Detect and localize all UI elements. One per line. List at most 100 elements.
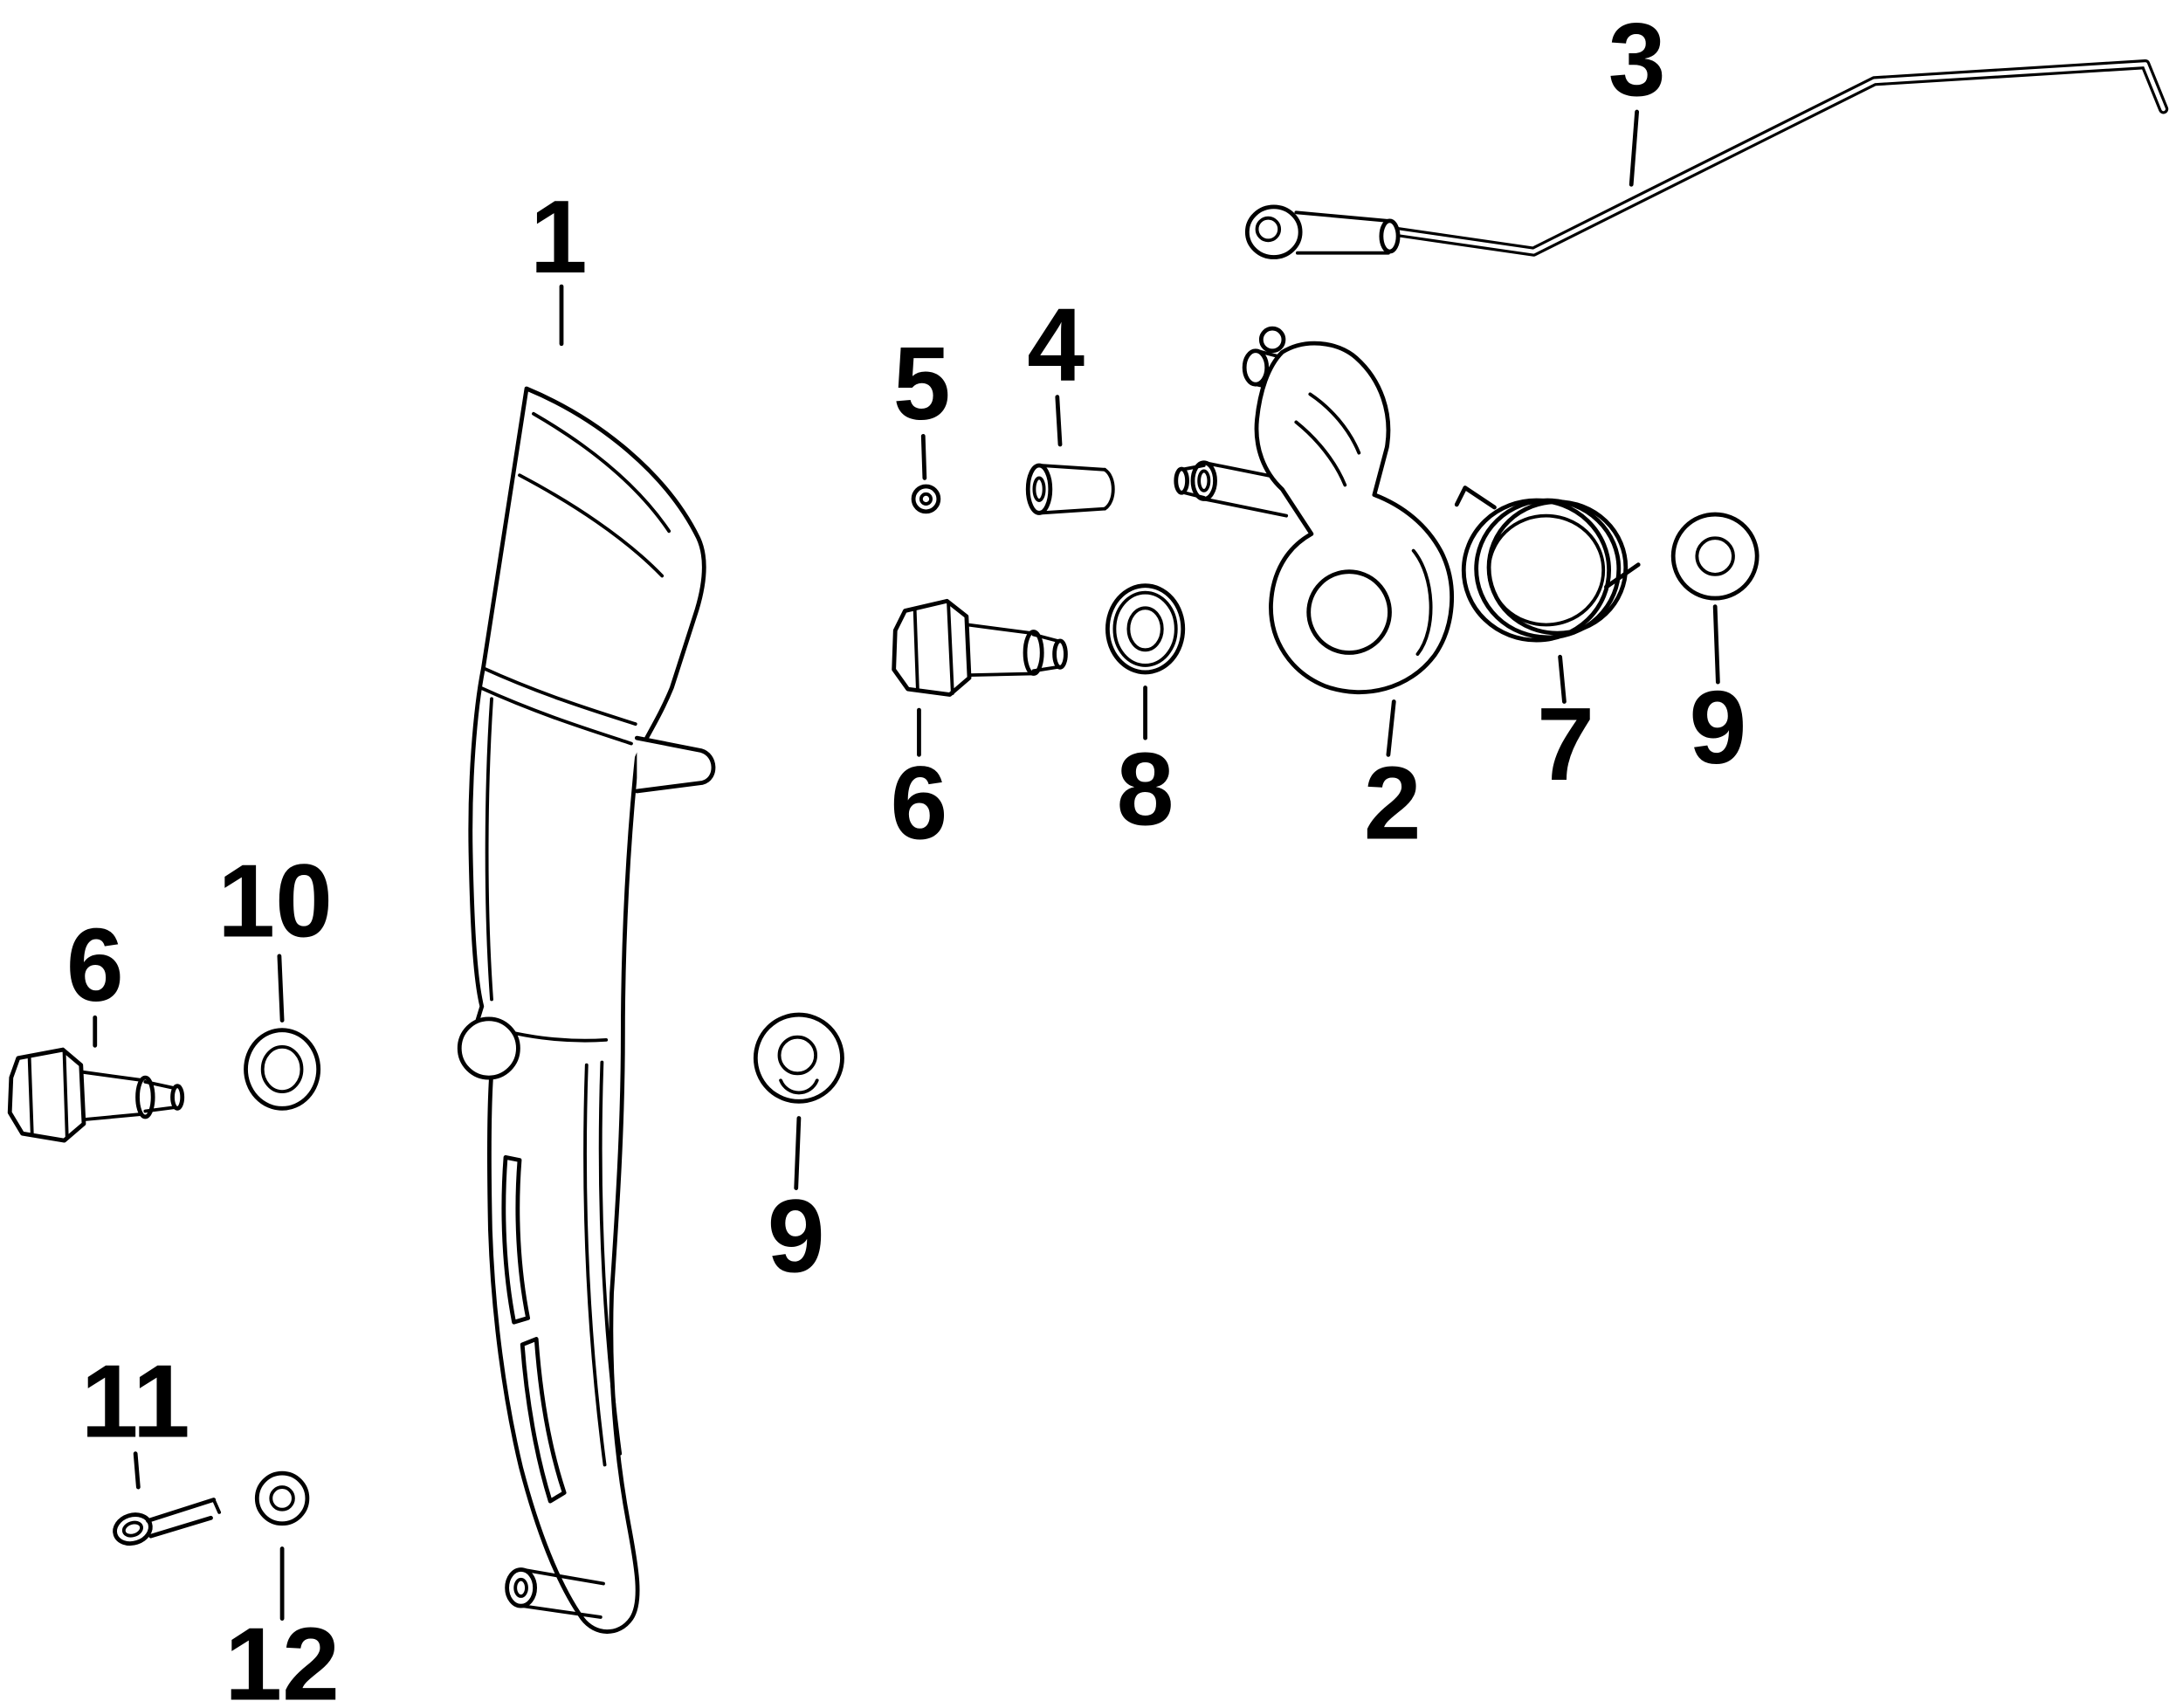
p11-prong-bottom: [148, 1515, 213, 1539]
part-12-washer-small: [254, 1470, 310, 1526]
p4-top-edge: [1038, 464, 1107, 472]
callout-9-middle-leader: [794, 1116, 802, 1190]
callout-1: 1: [530, 180, 588, 347]
p3-rod: [1393, 59, 2169, 257]
p6m-tip-top: [1031, 632, 1062, 644]
callout-9-right: 9: [1689, 604, 1746, 786]
p6m-facet-2: [947, 600, 954, 695]
p1-outline: [468, 386, 706, 1634]
callout-4-leader: [1055, 395, 1063, 447]
callout-10-leader: [277, 954, 285, 1023]
p6m-tip-end: [1052, 638, 1068, 670]
p10-hole: [260, 1044, 304, 1094]
part-9-washer-middle: [753, 1012, 844, 1104]
part-8-seal-washer: [1105, 583, 1186, 675]
part-3-link-rod: [1244, 59, 2169, 259]
p8-outer-inner-edge: [1112, 590, 1178, 667]
p3-ball-hole: [1255, 216, 1282, 243]
p1-collar-line-2: [479, 685, 633, 746]
p2-rib: [1308, 392, 1361, 455]
p6l-tip-bottom: [143, 1105, 180, 1113]
p6m-tip-bottom: [1031, 665, 1062, 673]
callout-6-middle: 6: [891, 707, 948, 861]
p4-bottom-edge: [1038, 506, 1107, 515]
p3-socket-top: [1294, 210, 1390, 223]
p7-leg-right: [1604, 562, 1641, 589]
callout-7-leader: [1558, 654, 1567, 704]
part-4-spacer: [1025, 463, 1115, 515]
p7-leg-left-hook: [1454, 486, 1468, 507]
callout-5-leader: [920, 434, 927, 480]
p1-pin-end-hole: [513, 1577, 528, 1598]
callouts: 1 3 5 4 6 8 2 7: [66, 3, 1746, 1708]
p1-fold-line-2: [518, 473, 665, 578]
p2-top-knob: [1258, 326, 1286, 354]
callout-7-label: 7: [1537, 687, 1594, 802]
callout-8-label: 8: [1117, 732, 1174, 847]
callout-7: 7: [1537, 654, 1594, 802]
p5-outer: [911, 484, 941, 514]
p9m-thickness: [779, 1078, 819, 1095]
part-9-washer-right: [1670, 512, 1759, 601]
p3-ball-end: [1244, 204, 1303, 259]
p1-rib-line: [583, 1063, 607, 1467]
p1-pin-end: [505, 1567, 538, 1608]
p6l-shank-top: [80, 1070, 146, 1083]
p6m-shank-top: [966, 623, 1034, 636]
callout-2-leader: [1386, 699, 1396, 757]
callout-8: 8: [1117, 685, 1174, 847]
p6m-head: [892, 598, 972, 697]
p1-slot-lower: [520, 1337, 567, 1504]
p1-pin-bottom-edge: [520, 1604, 603, 1619]
p4-right-end: [1103, 467, 1115, 511]
callout-5-label: 5: [893, 327, 951, 442]
callout-3: 3: [1608, 3, 1666, 187]
callout-2-label: 2: [1364, 746, 1422, 861]
p6m-facet: [912, 607, 919, 692]
p5-hole: [919, 492, 933, 506]
callout-9-middle-label: 9: [768, 1180, 825, 1295]
p1-slot-upper: [501, 1154, 531, 1325]
callout-9-right-leader: [1712, 604, 1720, 685]
p6l-tip-end: [170, 1084, 185, 1111]
p10-outer: [244, 1028, 321, 1111]
callout-11: 11: [81, 1344, 190, 1490]
p9m-outer: [753, 1012, 844, 1104]
callout-6-left: 6: [66, 908, 124, 1048]
callout-2: 2: [1364, 699, 1422, 861]
callout-10-label: 10: [217, 844, 333, 959]
part-10-grommet: [244, 1028, 321, 1111]
p11-loop: [113, 1512, 153, 1546]
p9r-outer: [1670, 512, 1759, 601]
p2-shaft-tip-end: [1174, 466, 1189, 495]
p3-rod-highlight: [1395, 62, 2166, 254]
p7-leg-left: [1463, 486, 1497, 510]
p6l-shoulder: [135, 1075, 155, 1119]
p2-boss-bore: [1306, 569, 1392, 655]
callout-6-middle-label: 6: [891, 746, 948, 861]
callout-3-label: 3: [1608, 3, 1666, 118]
p12-outer: [254, 1470, 310, 1526]
p6l-tip-top: [143, 1079, 180, 1091]
p1-pin-top-edge: [520, 1567, 605, 1586]
callout-9-middle: 9: [768, 1116, 825, 1295]
part-11-cotter-pin: [113, 1498, 222, 1546]
p1-hole: [457, 1016, 520, 1080]
p2-boss-depth: [1411, 548, 1433, 657]
callout-11-leader: [133, 1451, 141, 1490]
part-2-shift-lever: [1174, 326, 1455, 695]
p11-prong-top: [146, 1498, 217, 1523]
p7-coil-inner: [1487, 513, 1606, 627]
p8-hole: [1126, 606, 1164, 652]
p12-hole: [269, 1485, 295, 1512]
p1-collar-line: [481, 666, 637, 727]
p4-left-end: [1025, 463, 1053, 515]
p11-loop-inner: [121, 1520, 144, 1538]
p6m-shank-bottom: [968, 671, 1034, 678]
callout-10: 10: [217, 844, 333, 1023]
p4-hole: [1032, 476, 1046, 502]
callout-9-right-label: 9: [1689, 671, 1746, 786]
part-6-bolt-left: [7, 1047, 185, 1143]
